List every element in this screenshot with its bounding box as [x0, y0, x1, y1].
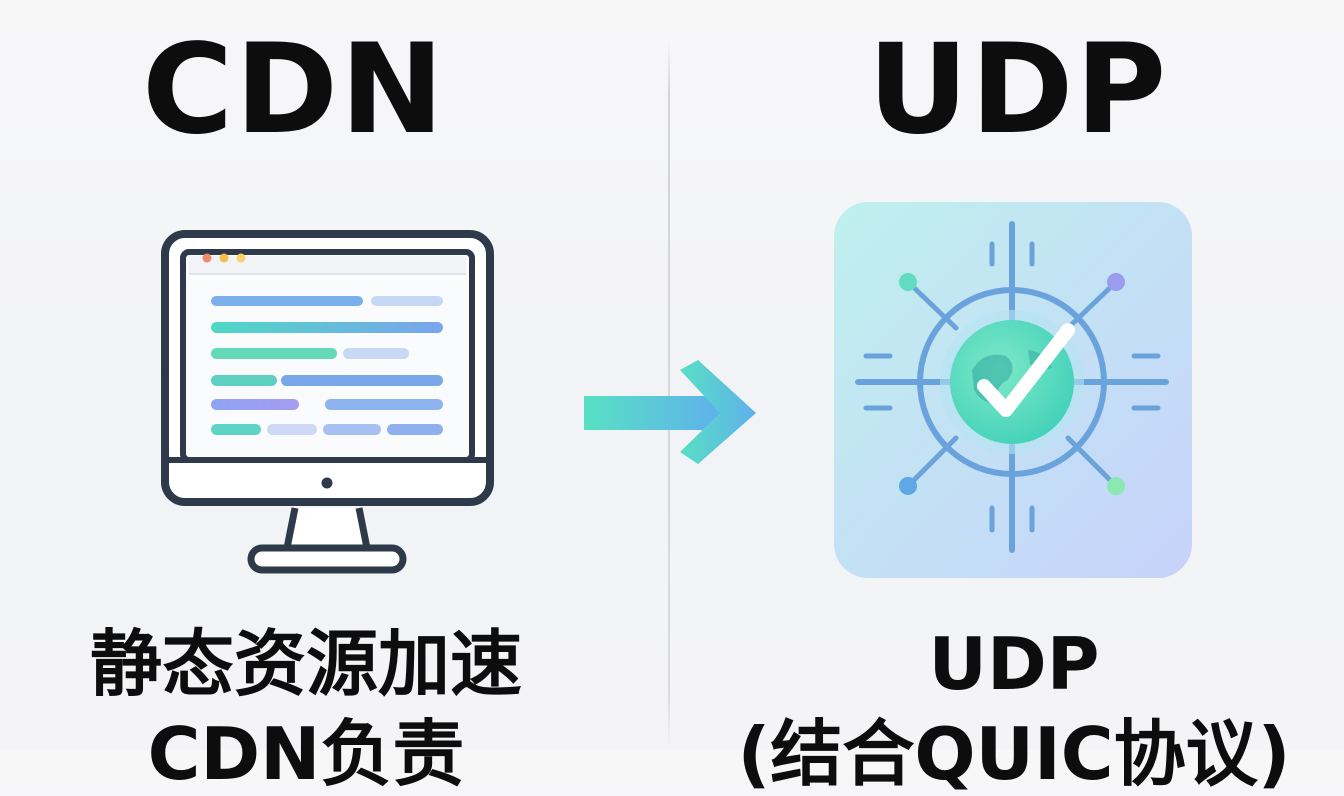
- network-check-icon: [832, 200, 1194, 580]
- udp-caption-line2: (结合QUIC协议): [737, 712, 1291, 796]
- cdn-panel: CDN: [0, 0, 668, 796]
- cdn-title: CDN: [142, 18, 446, 162]
- arrow-right-icon: [580, 356, 760, 466]
- monitor-icon: [155, 226, 500, 582]
- udp-caption-line1: UDP: [928, 622, 1100, 706]
- panel-divider: [668, 40, 670, 750]
- udp-panel: UDP UDP (结合QUIC协议): [672, 0, 1344, 796]
- cdn-caption-line1: 静态资源加速: [89, 622, 522, 706]
- udp-title: UDP: [867, 18, 1169, 162]
- cdn-caption-line2: CDN负责: [147, 712, 465, 796]
